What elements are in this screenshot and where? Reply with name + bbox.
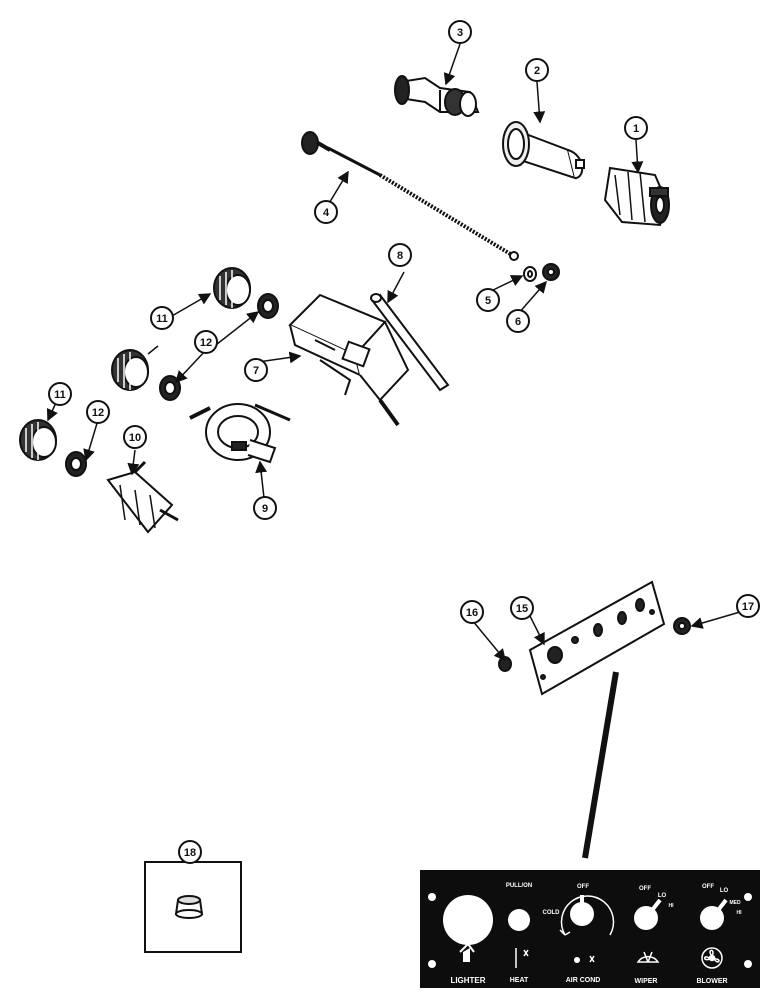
knob-b bbox=[111, 349, 149, 391]
plug-button-box bbox=[144, 861, 242, 953]
svg-text:15: 15 bbox=[516, 603, 528, 615]
blower-label: BLOWER bbox=[696, 978, 727, 985]
callout-3: 3 bbox=[448, 20, 472, 44]
svg-text:2: 2 bbox=[534, 65, 540, 77]
pull-on-label: PULL/ON bbox=[506, 883, 532, 889]
toggle-switch bbox=[106, 460, 179, 534]
blower-fan-icon bbox=[701, 947, 723, 969]
callout-16: 16 bbox=[460, 600, 484, 624]
lighter-knob bbox=[394, 75, 480, 117]
lighter-opening bbox=[443, 895, 493, 945]
svg-text:16: 16 bbox=[466, 607, 478, 619]
callout-6: 6 bbox=[506, 309, 530, 333]
blower-hi-label: HI bbox=[737, 910, 743, 916]
lighter-label: LIGHTER bbox=[450, 976, 485, 985]
svg-text:11: 11 bbox=[54, 389, 66, 401]
heat-opening bbox=[508, 909, 530, 931]
callout-11-upper: 11 bbox=[150, 306, 174, 330]
callout-11-lower: 11 bbox=[48, 382, 72, 406]
svg-text:12: 12 bbox=[92, 407, 104, 419]
spacer-c bbox=[65, 451, 87, 477]
blower-med-label: MED bbox=[729, 900, 741, 906]
svg-text:7: 7 bbox=[253, 365, 259, 377]
control-panel: LIGHTER PULL/ON HEAT OFF COLD AIR COND O… bbox=[420, 870, 760, 988]
svg-text:12: 12 bbox=[200, 337, 212, 349]
rod bbox=[370, 293, 450, 392]
mounting-plate bbox=[528, 580, 666, 696]
callout-8: 8 bbox=[388, 243, 412, 267]
svg-text:10: 10 bbox=[129, 432, 141, 444]
callout-15: 15 bbox=[510, 596, 534, 620]
blower-lo-label: LO bbox=[720, 888, 729, 894]
wiper-off-label: OFF bbox=[639, 886, 651, 892]
spacer-a bbox=[257, 293, 279, 319]
svg-text:18: 18 bbox=[184, 847, 196, 859]
svg-text:6: 6 bbox=[515, 316, 521, 328]
callout-4: 4 bbox=[314, 200, 338, 224]
nut bbox=[542, 263, 560, 281]
blower-off-label: OFF bbox=[702, 884, 714, 890]
lighter-socket bbox=[502, 121, 585, 180]
wiper-lo-label: LO bbox=[658, 893, 667, 899]
aircond-icon bbox=[574, 955, 595, 963]
svg-text:8: 8 bbox=[397, 250, 403, 262]
callout-17: 17 bbox=[736, 594, 760, 618]
heat-label: HEAT bbox=[510, 977, 529, 984]
heat-icon bbox=[515, 948, 529, 968]
rotary-switch bbox=[189, 403, 291, 464]
panel-pointer bbox=[582, 671, 619, 859]
cold-label: COLD bbox=[543, 910, 561, 916]
spacer-b bbox=[159, 375, 181, 401]
svg-text:3: 3 bbox=[457, 27, 463, 39]
callout-12-lower: 12 bbox=[86, 400, 110, 424]
svg-text:17: 17 bbox=[742, 601, 754, 613]
lighter-retainer bbox=[603, 166, 670, 227]
knob-a bbox=[213, 267, 251, 309]
callout-2: 2 bbox=[525, 58, 549, 82]
control-cable bbox=[301, 131, 519, 261]
wiper-icon bbox=[636, 951, 660, 963]
callout-18: 18 bbox=[178, 840, 202, 864]
washer bbox=[523, 266, 537, 282]
wiper-label: WIPER bbox=[635, 978, 658, 985]
callout-12-upper: 12 bbox=[194, 330, 218, 354]
svg-text:9: 9 bbox=[262, 503, 268, 515]
svg-text:4: 4 bbox=[323, 207, 330, 219]
control-switch-body bbox=[288, 293, 410, 427]
svg-text:1: 1 bbox=[633, 123, 639, 135]
callout-10: 10 bbox=[123, 425, 147, 449]
aircond-label: AIR COND bbox=[566, 977, 601, 984]
wiper-hi-label: HI bbox=[669, 903, 675, 909]
lighter-icon bbox=[459, 942, 475, 962]
callout-7: 7 bbox=[244, 358, 268, 382]
callout-5: 5 bbox=[476, 288, 500, 312]
callout-1: 1 bbox=[624, 116, 648, 140]
svg-text:11: 11 bbox=[156, 313, 168, 325]
aircond-arc bbox=[560, 895, 615, 936]
svg-text:5: 5 bbox=[485, 295, 491, 307]
aircond-off-label: OFF bbox=[577, 884, 589, 890]
panel-nut bbox=[673, 617, 691, 635]
knob-c bbox=[19, 419, 57, 461]
callout-9: 9 bbox=[253, 496, 277, 520]
